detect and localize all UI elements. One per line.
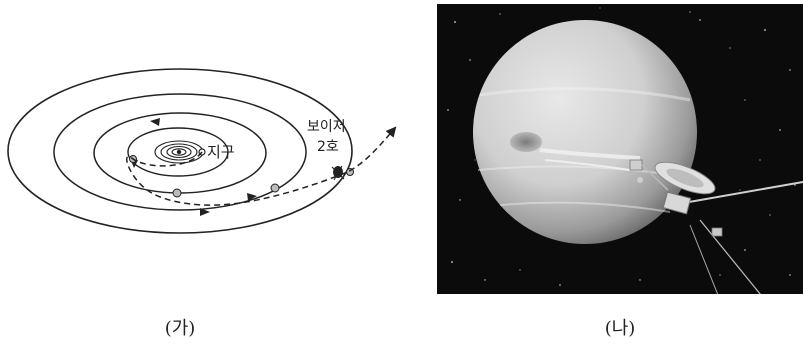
neptune-photo: (나) <box>437 4 803 339</box>
voyager-spacecraft-icon <box>629 159 803 294</box>
sun <box>176 149 182 155</box>
voyager-trajectory <box>126 126 397 206</box>
voyager-probe-icon <box>331 165 345 181</box>
caption-a: (가) <box>165 318 196 339</box>
orbit-diagram: 지구 보이저 2호 (가) <box>7 68 397 339</box>
orbit-outer <box>53 93 307 211</box>
uranus-marker <box>270 183 280 193</box>
voyager-label-line2: 2호 <box>317 139 339 155</box>
orbit-outermost <box>7 68 353 234</box>
dark-spot <box>510 132 542 152</box>
earth-label: 지구 <box>207 143 235 161</box>
voyager-label-line1: 보이저 <box>307 119 346 135</box>
starfield <box>447 7 796 286</box>
orbit-direction-arrows <box>130 118 257 216</box>
neptune-planet <box>473 20 697 244</box>
spot-cloud-streak <box>539 148 641 160</box>
caption-b: (나) <box>605 318 636 339</box>
saturn-marker <box>172 188 182 198</box>
orbit-inner <box>127 127 229 177</box>
